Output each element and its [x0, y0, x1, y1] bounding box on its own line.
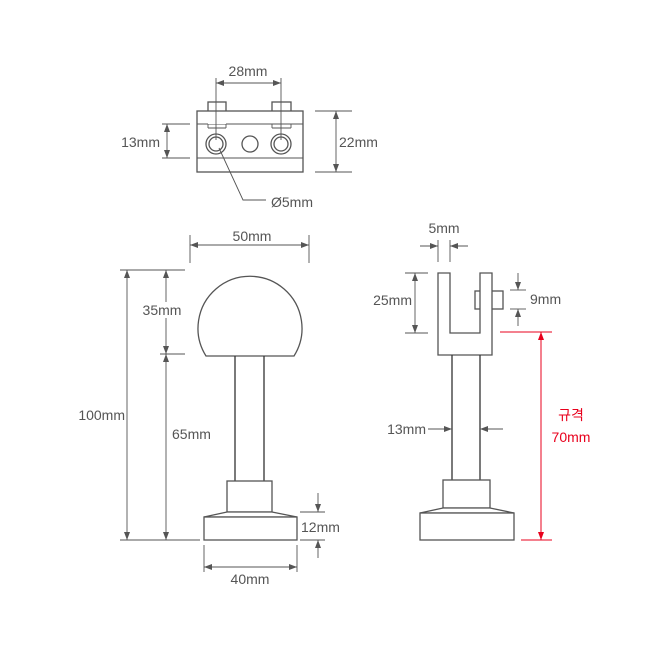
dim-28mm: 28mm [229, 63, 268, 79]
dim-5mm: 5mm [428, 220, 459, 236]
hole-center [241, 135, 259, 153]
side-view: 5mm 25mm 9mm 13mm 규격 70mm [373, 220, 591, 541]
dim-12mm: 12mm [301, 519, 340, 535]
dim-13mm-top: 13mm [121, 134, 160, 150]
u-bracket [437, 272, 493, 356]
dim-22mm: 22mm [339, 134, 378, 150]
dim-100mm: 100mm [78, 407, 125, 423]
dim-35mm: 35mm [143, 302, 182, 318]
base [203, 516, 298, 541]
dim-65mm: 65mm [172, 426, 211, 442]
side-collar [442, 479, 491, 509]
collar [226, 480, 273, 513]
spec-70mm: 70mm [552, 429, 591, 445]
side-base [419, 512, 515, 541]
spec-label: 규격 [558, 407, 584, 423]
dim-diameter-5mm: Ø5mm [271, 194, 313, 210]
dim-13mm-stem: 13mm [387, 421, 426, 437]
top-view: 28mm 13mm 22mm Ø5mm [121, 63, 378, 210]
front-view: 50mm 100mm 35mm 65mm 12mm 40mm [78, 228, 340, 587]
dim-9mm: 9mm [530, 291, 561, 307]
dim-40mm: 40mm [231, 571, 270, 587]
dim-25mm: 25mm [373, 292, 412, 308]
ball-head [197, 275, 303, 357]
dim-50mm: 50mm [233, 228, 272, 244]
